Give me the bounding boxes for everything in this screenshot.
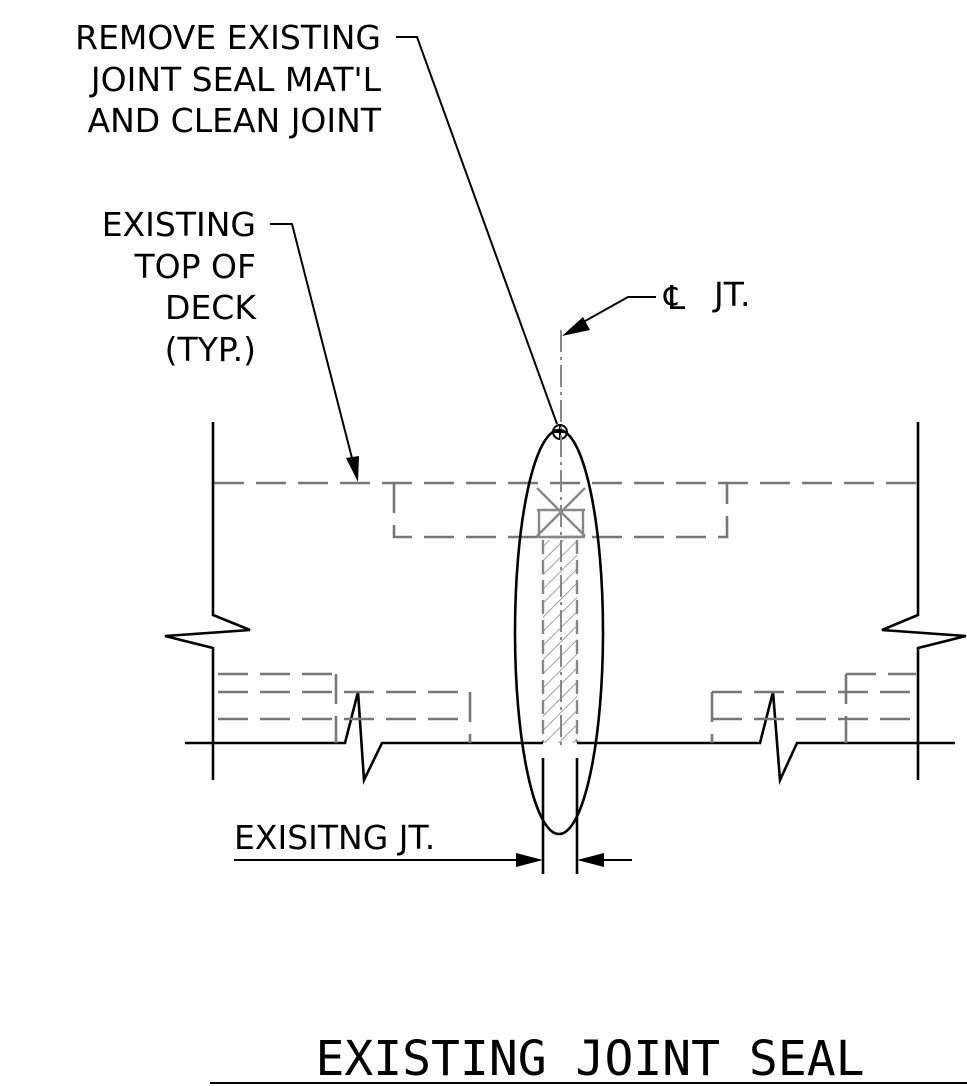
existing-joint-label: EXISITNG JT. xyxy=(234,818,435,857)
deck-note-line-3: DECK xyxy=(165,288,257,327)
remove-note-line-1: REMOVE EXISTING xyxy=(75,18,381,57)
detail-title: EXISTING JOINT SEAL xyxy=(315,1031,864,1086)
left-hidden-embedment xyxy=(218,672,472,743)
existing-joint-dimension xyxy=(234,758,632,874)
leader-centerline xyxy=(562,296,656,336)
right-hidden-embedment xyxy=(710,672,916,743)
joint-seal-material xyxy=(536,487,586,743)
top-of-deck-note: EXISTING TOP OF DECK (TYP.) xyxy=(102,205,258,369)
right-deck-slab xyxy=(577,422,967,786)
deck-note-line-1: EXISTING xyxy=(102,205,256,244)
remove-note-line-2: JOINT SEAL MAT'L xyxy=(89,60,382,99)
joint-detail-ellipse xyxy=(513,428,605,836)
centerline-joint-note: ℄ JT. xyxy=(663,275,750,317)
deck-note-line-4: (TYP.) xyxy=(165,330,256,369)
remove-note-line-3: AND CLEAN JOINT xyxy=(88,101,382,140)
centerline-symbol: ℄ xyxy=(663,278,685,317)
leader-remove-seal xyxy=(396,36,568,440)
centerline-text: JT. xyxy=(712,275,750,314)
leader-top-of-deck xyxy=(270,223,359,482)
left-deck-slab xyxy=(164,422,543,785)
remove-seal-note: REMOVE EXISTING JOINT SEAL MAT'L AND CLE… xyxy=(75,18,382,140)
deck-note-line-2: TOP OF xyxy=(134,247,256,286)
